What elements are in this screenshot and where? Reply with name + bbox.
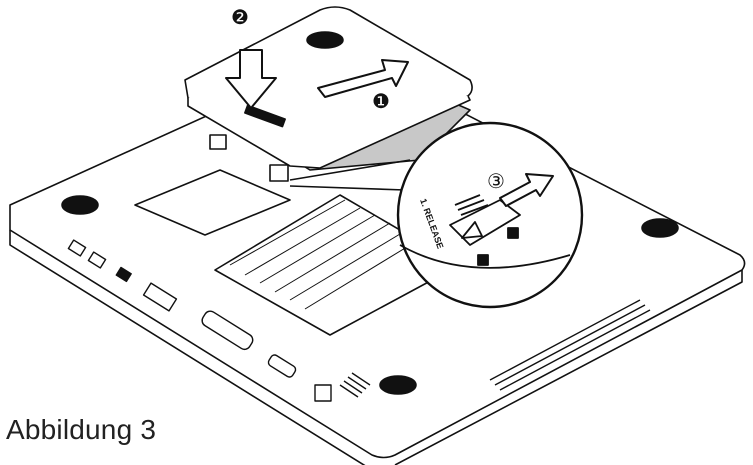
zoomed-latch [399,194,571,269]
rubber-foot [379,375,417,395]
vents [339,299,651,398]
step-marker-3: ③ [487,171,505,193]
step-marker-1: ❶ [372,91,390,113]
step-marker-2: ❷ [231,7,249,29]
figure-caption: Abbildung 3 [6,414,157,445]
rubber-foot [641,218,679,238]
push-arrow [225,49,277,109]
slide-arrow [317,59,409,98]
rubber-foot [61,195,99,215]
laptop-side [9,230,743,465]
latch-slide-arrow [499,173,554,207]
memory-panel [134,169,291,236]
ports [67,239,332,402]
release-latch [209,134,289,182]
